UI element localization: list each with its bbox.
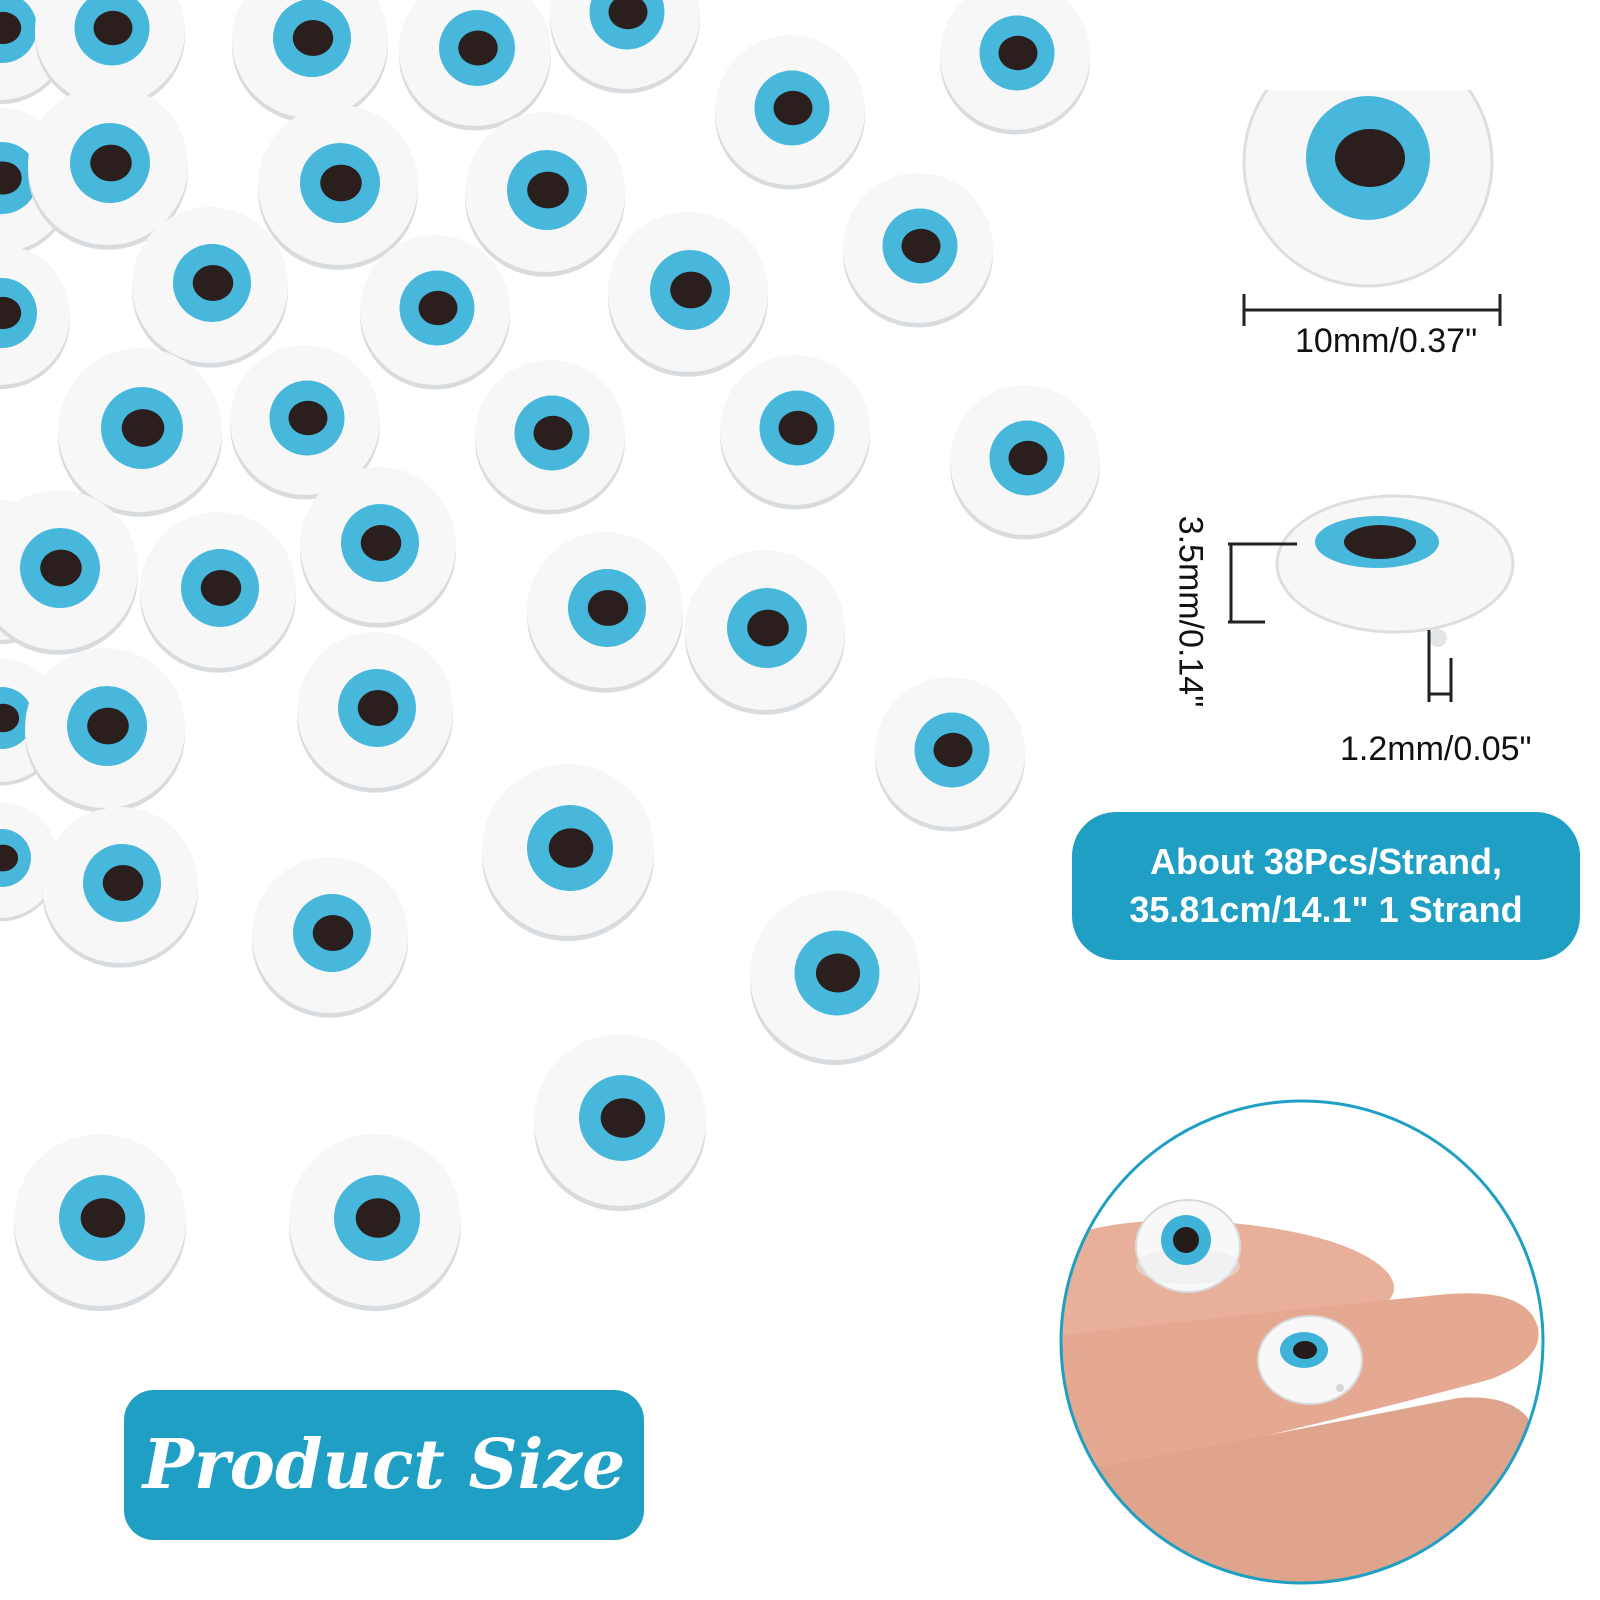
bead-10 [258, 105, 418, 270]
strand-length-text: 35.81cm/14.1" 1 Strand [1129, 889, 1523, 930]
bead-9 [28, 85, 188, 250]
strand-info-box: About 38Pcs/Strand, 35.81cm/14.1" 1 Stra… [1072, 812, 1580, 960]
diameter-label: 10mm/0.37" [1295, 322, 1478, 360]
hand-photo [1059, 1099, 1545, 1585]
bead-29 [25, 648, 185, 813]
bead-33 [42, 807, 198, 968]
bead-38 [289, 1134, 461, 1312]
bead-25 [300, 467, 456, 628]
bead-12 [843, 173, 993, 328]
bead-2 [35, 0, 185, 110]
bead-23 [0, 490, 138, 655]
bead-side-view [1228, 494, 1515, 702]
bead-27 [685, 550, 845, 715]
hole-label: 1.2mm/0.05" [1340, 730, 1532, 768]
photo-bead-1 [1135, 1199, 1241, 1293]
bead-39 [14, 1134, 186, 1312]
bead-36 [750, 890, 920, 1066]
product-size-badge: Product Size [124, 1390, 644, 1540]
bead-35 [482, 764, 654, 942]
photo-bead-2 [1257, 1315, 1363, 1405]
bead-3 [232, 0, 388, 123]
strand-count-text: About 38Pcs/Strand, [1149, 841, 1503, 882]
bead-13 [0, 245, 70, 390]
bead-11 [465, 112, 625, 277]
bead-16 [608, 212, 768, 377]
bead-4 [399, 0, 551, 131]
bead-15 [360, 235, 510, 390]
bead-6 [715, 35, 865, 190]
bead-18 [230, 345, 380, 500]
bead-26 [527, 532, 683, 693]
product-size-label: Product Size [142, 1425, 626, 1505]
bead-37 [534, 1034, 706, 1212]
bead-14 [132, 207, 288, 368]
bead-17 [58, 348, 222, 517]
bead-31 [875, 677, 1025, 832]
bead-21 [950, 385, 1100, 540]
bead-7 [940, 0, 1090, 135]
bead-20 [720, 355, 870, 510]
thickness-label: 3.5mm/0.14" [1171, 515, 1210, 708]
bead-top-view [1242, 90, 1502, 326]
bead-19 [475, 360, 625, 515]
bead-24 [140, 512, 296, 673]
bead-30 [297, 632, 453, 793]
bead-34 [252, 857, 408, 1018]
bead-5 [550, 0, 700, 94]
